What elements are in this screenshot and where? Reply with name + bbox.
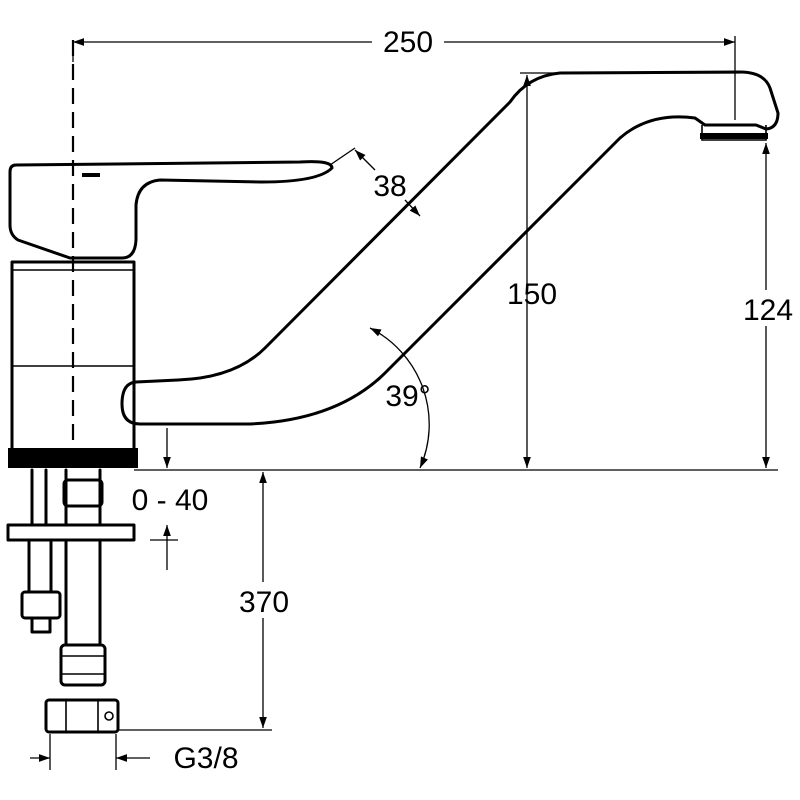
spout (120, 70, 780, 426)
dim-deck-thickness: 0 - 40 (132, 428, 209, 570)
dim-spout-angle: 39° (369, 327, 431, 469)
label-overall-length: 250 (383, 26, 433, 59)
dim-outlet-height: 124 (738, 143, 796, 468)
supply-tube-right (64, 468, 102, 527)
stud-end (30, 616, 52, 634)
supply-tube-left (30, 468, 48, 527)
threaded-stud (27, 538, 53, 594)
dim-lever-clearance: 38 (329, 147, 421, 217)
label-lever-clearance: 38 (373, 170, 406, 203)
stud-nut (20, 590, 62, 620)
label-outlet-height: 124 (743, 294, 793, 327)
underdeck-fittings (6, 468, 136, 734)
spout-outline (120, 70, 780, 426)
dim-hose-length: 370 (118, 472, 298, 731)
hose-ferrule (59, 643, 107, 687)
label-deck-thickness: 0 - 40 (132, 484, 209, 517)
hose-ferrule-lines (61, 655, 105, 675)
aerator (701, 125, 767, 141)
nut-facets (65, 700, 99, 732)
label-spout-height: 150 (507, 278, 557, 311)
label-connection-thread: G3/8 (173, 742, 238, 775)
tube-nut (62, 478, 104, 508)
handle-indicator (82, 173, 100, 177)
dim-connection-thread: G3/8 (30, 734, 239, 775)
nut-hole (104, 711, 114, 721)
label-hose-length: 370 (239, 586, 289, 619)
lever-handle (8, 160, 334, 260)
hose-line (64, 538, 102, 647)
dim-overall-length: 250 (72, 26, 736, 120)
label-spout-angle: 39° (385, 380, 430, 413)
mounting-plate (6, 523, 136, 542)
connection-nut (44, 698, 120, 734)
dim-spout-height: 150 (507, 72, 740, 468)
aerator-ring (700, 133, 768, 139)
